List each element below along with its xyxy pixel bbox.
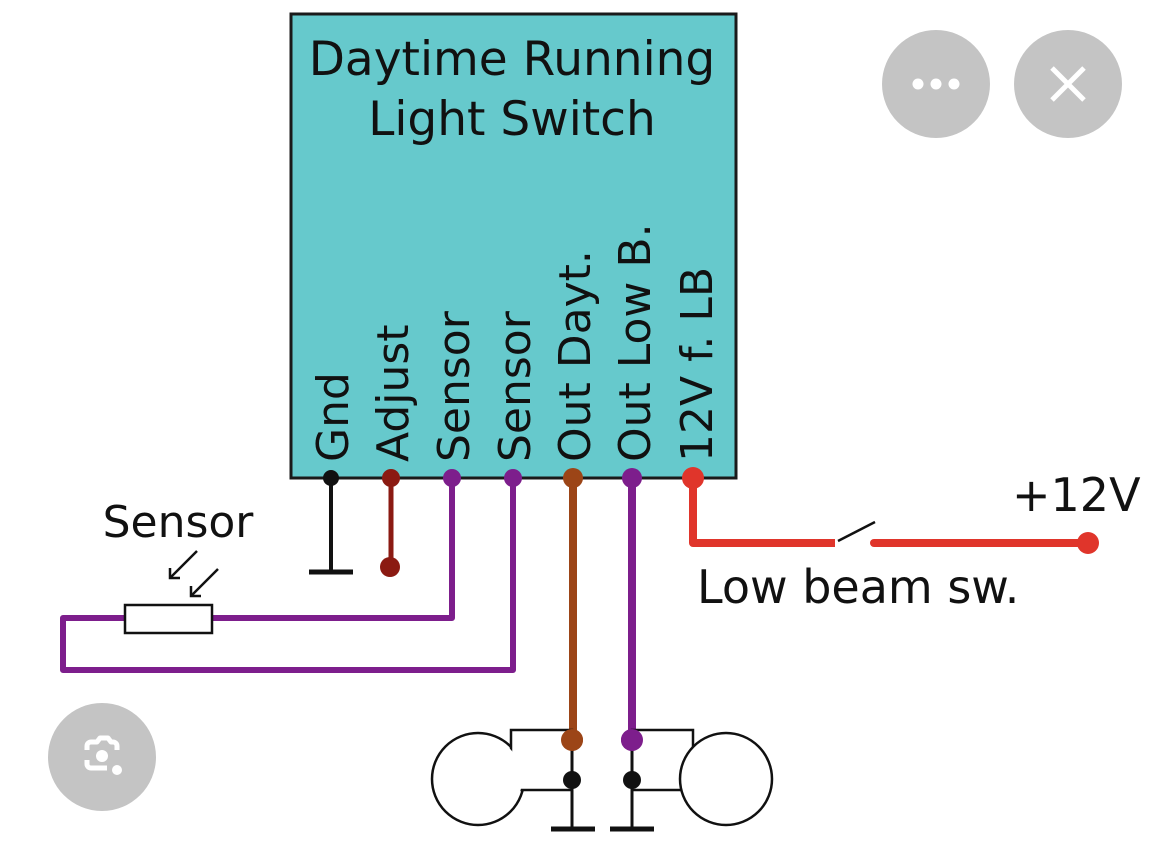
pin-dot-gnd [323,470,339,486]
more-horizontal-icon [912,78,960,90]
pin-dot-out-low-b [622,468,642,488]
pin-label-out-low-b: Out Low B. [610,223,661,462]
pin-dot-adjust [382,469,400,487]
sensor-label: Sensor [103,497,255,548]
sensor-wire-1 [212,478,455,621]
low-beam-switch-lever [837,520,876,543]
pin-dot-out-dayt [563,468,583,488]
module-box [289,12,738,480]
module-title-line2: Light Switch [368,92,656,147]
out-dayt-lamp-dot-top [561,729,583,751]
pin-dot-sensor-2 [504,469,522,487]
photoresistor [123,603,214,635]
pin-label-adjust: Adjust [368,324,419,462]
pin-label-gnd: Gnd [308,372,359,462]
lb-12v-wire [689,478,835,547]
pin-label-12v-lb: 12V f. LB [672,267,723,462]
module-title-line1: Daytime Running [309,32,716,87]
daytime-lamp-ground-dot [563,771,581,789]
low-beam-switch-label: Low beam sw. [697,560,1019,614]
close-button[interactable] [1014,30,1122,138]
low-beam-lamp-ground-dot [623,771,641,789]
low-beam-lamp [630,728,774,827]
light-arrows-icon [168,550,219,598]
visual-search-lens-icon [84,735,122,775]
sensor-wire-2 [60,478,516,673]
supply-label: +12V [1012,468,1141,522]
pin-dot-12v-lb [682,467,704,489]
pin-label-sensor-2: Sensor [490,310,541,462]
pin-label-sensor-1: Sensor [429,310,480,462]
daytime-lamp [430,728,574,827]
pin-dot-sensor-1 [443,469,461,487]
supply-terminal-dot [1077,532,1099,554]
close-icon [1050,66,1086,102]
pin-label-out-dayt: Out Dayt. [550,250,601,462]
out-low-b-lamp-dot-top [621,729,643,751]
adjust-end-dot [380,557,400,577]
more-options-button[interactable] [882,30,990,138]
visual-search-button[interactable] [48,703,156,811]
